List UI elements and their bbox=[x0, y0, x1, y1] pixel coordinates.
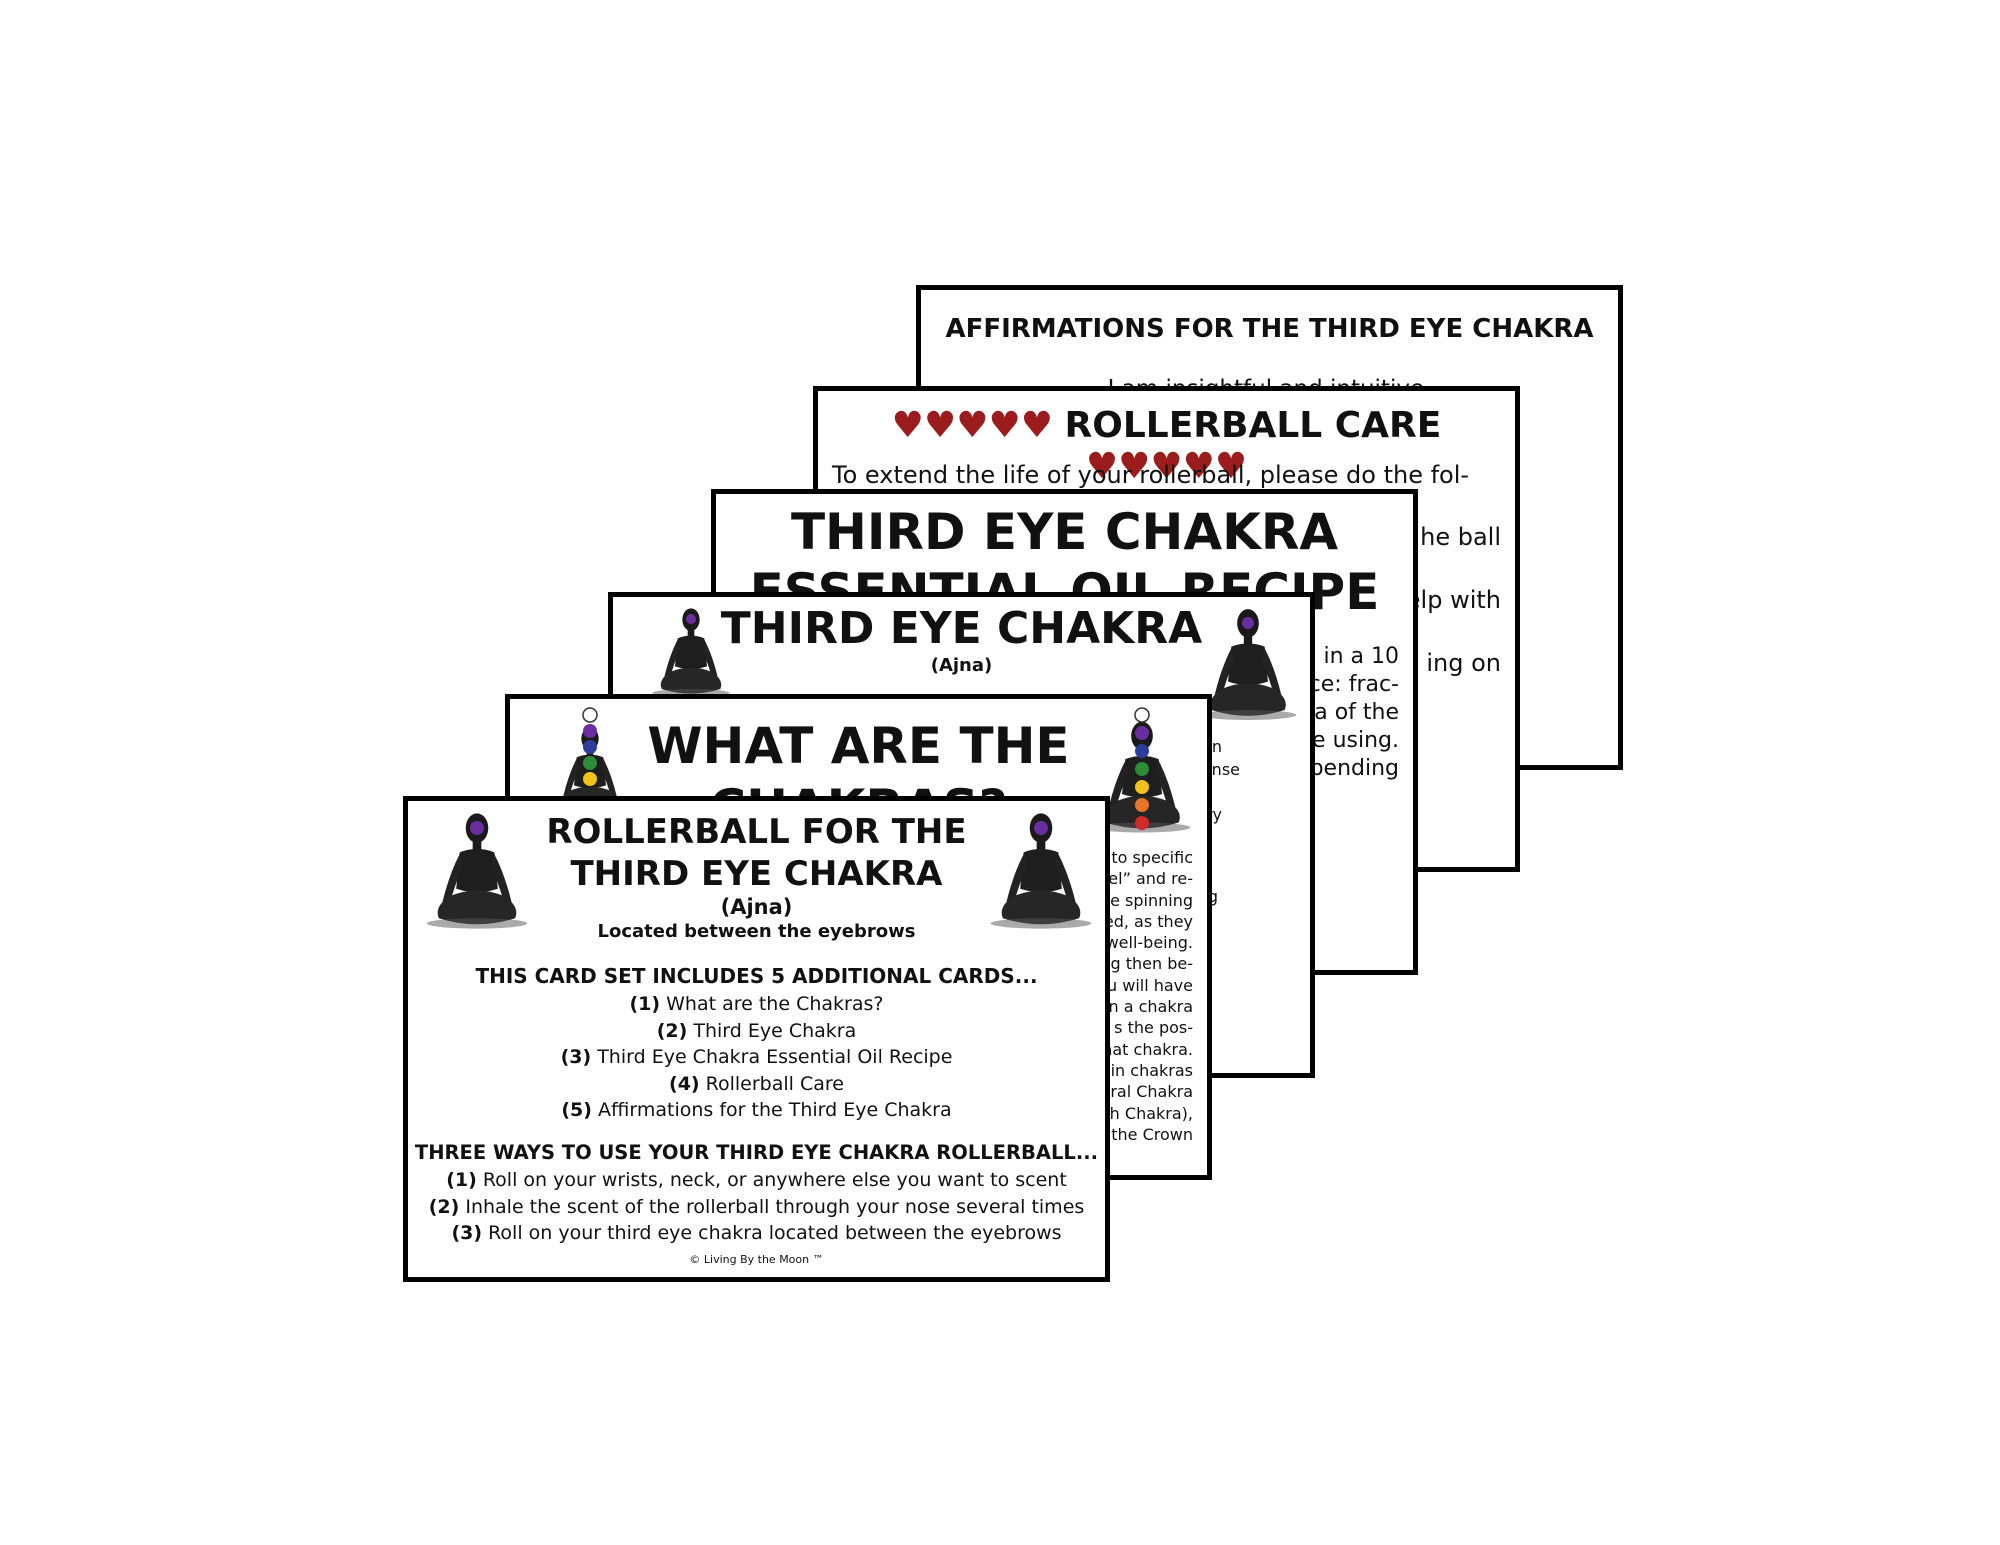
ways-item: (1) Roll on your wrists, neck, or anywhe… bbox=[446, 1169, 1067, 1191]
includes-item: (4) Rollerball Care bbox=[669, 1072, 844, 1095]
meditation-figure-icon bbox=[1199, 609, 1297, 720]
chakras-line: n a chakra bbox=[1108, 997, 1193, 1017]
care-line: To extend the life of your rollerball, p… bbox=[832, 461, 1470, 489]
third-eye-title: THIRD EYE CHAKRA bbox=[720, 603, 1203, 654]
chakras-line: ed, as they bbox=[1103, 911, 1193, 931]
third-eye-fragment: nse bbox=[1211, 760, 1240, 779]
third-eye-fragment: g bbox=[1207, 887, 1218, 906]
chakras-line: e spinning bbox=[1110, 890, 1193, 910]
recipe-fragment: e using. bbox=[1312, 728, 1399, 753]
recipe-fragment: pending bbox=[1309, 756, 1399, 781]
chakras-line: el” and re- bbox=[1108, 869, 1193, 889]
heart-icon: ♥♥♥♥♥ bbox=[1085, 446, 1248, 487]
includes-item: (5) Affirmations for the Third Eye Chakr… bbox=[561, 1099, 952, 1121]
front-location: Located between the eyebrows bbox=[597, 921, 916, 942]
chakra-dot-icon bbox=[686, 614, 696, 624]
meditation-figure-icon bbox=[652, 608, 730, 697]
chakras-line: ral Chakra bbox=[1110, 1082, 1193, 1102]
chakra-figure-icon bbox=[1093, 707, 1191, 833]
chakras-line: the Crown bbox=[1111, 1124, 1193, 1144]
ways-heading: THREE WAYS TO USE YOUR THIRD EYE CHAKRA … bbox=[414, 1141, 1099, 1164]
chakra-dot-icon bbox=[1034, 821, 1048, 835]
affirmations-title: AFFIRMATIONS FOR THE THIRD EYE CHAKRA bbox=[945, 314, 1594, 344]
chakras-line: u will have bbox=[1107, 975, 1193, 995]
includes-heading: THIS CARD SET INCLUDES 5 ADDITIONAL CARD… bbox=[475, 964, 1038, 988]
care-fragment: ing on bbox=[1426, 649, 1501, 677]
chakras-line: h Chakra), bbox=[1109, 1103, 1193, 1123]
includes-item: (1) What are the Chakras? bbox=[629, 993, 884, 1015]
copyright: © Living By the Moon ™ bbox=[689, 1253, 824, 1266]
includes-item: (2) Third Eye Chakra bbox=[656, 1019, 857, 1042]
front-subtitle: (Ajna) bbox=[720, 895, 793, 919]
includes-item: (3) Third Eye Chakra Essential Oil Recip… bbox=[560, 1046, 953, 1068]
recipe-fragment: a of the bbox=[1314, 700, 1399, 725]
front-title-line1: ROLLERBALL FOR THE bbox=[546, 812, 967, 852]
meditation-figure-icon bbox=[426, 813, 528, 929]
ways-item: (2) Inhale the scent of the rollerball t… bbox=[428, 1195, 1085, 1218]
chakras-line: s the pos- bbox=[1114, 1018, 1193, 1038]
care-title: ROLLERBALL CARE bbox=[1064, 405, 1442, 446]
meditation-figure-icon bbox=[990, 813, 1092, 929]
chakras-line: g then be- bbox=[1110, 954, 1194, 974]
chakras-line: to specific bbox=[1111, 848, 1193, 867]
chakras-line: well-being. bbox=[1105, 933, 1193, 953]
recipe-title-line1: THIRD EYE CHAKRA bbox=[790, 503, 1339, 561]
recipe-fragment: ce: frac- bbox=[1308, 672, 1399, 697]
chakra-dot-icon bbox=[470, 821, 484, 835]
ways-item: (3) Roll on your third eye chakra locate… bbox=[451, 1222, 1062, 1244]
chakras-line: nat chakra. bbox=[1102, 1039, 1193, 1059]
chakra-figure-icon bbox=[551, 707, 629, 816]
care-fragment: he ball bbox=[1420, 523, 1501, 551]
chakra-dot-icon bbox=[1242, 617, 1254, 629]
third-eye-subtitle: (Ajna) bbox=[930, 655, 993, 676]
card-front: ROLLERBALL FOR THE THIRD EYE CHAKRA (Ajn… bbox=[403, 796, 1110, 1282]
chakras-body: to specific el” and re- e spinning ed, a… bbox=[1102, 847, 1193, 1145]
care-heading: ♥♥♥♥♥ ROLLERBALL CARE ♥♥♥♥♥ bbox=[818, 405, 1515, 487]
front-title-line2: THIRD EYE CHAKRA bbox=[570, 854, 943, 894]
ways-list: (1) Roll on your wrists, neck, or anywhe… bbox=[408, 1167, 1105, 1247]
recipe-fragment: l in a 10 bbox=[1310, 644, 1399, 669]
heart-icon: ♥♥♥♥♥ bbox=[891, 405, 1054, 446]
care-fragment: elp with bbox=[1405, 586, 1501, 614]
chakras-line: in chakras bbox=[1110, 1060, 1193, 1080]
includes-list: (1) What are the Chakras? (2) Third Eye … bbox=[408, 991, 1105, 1124]
chakras-title-line1: WHAT ARE THE bbox=[647, 717, 1070, 775]
